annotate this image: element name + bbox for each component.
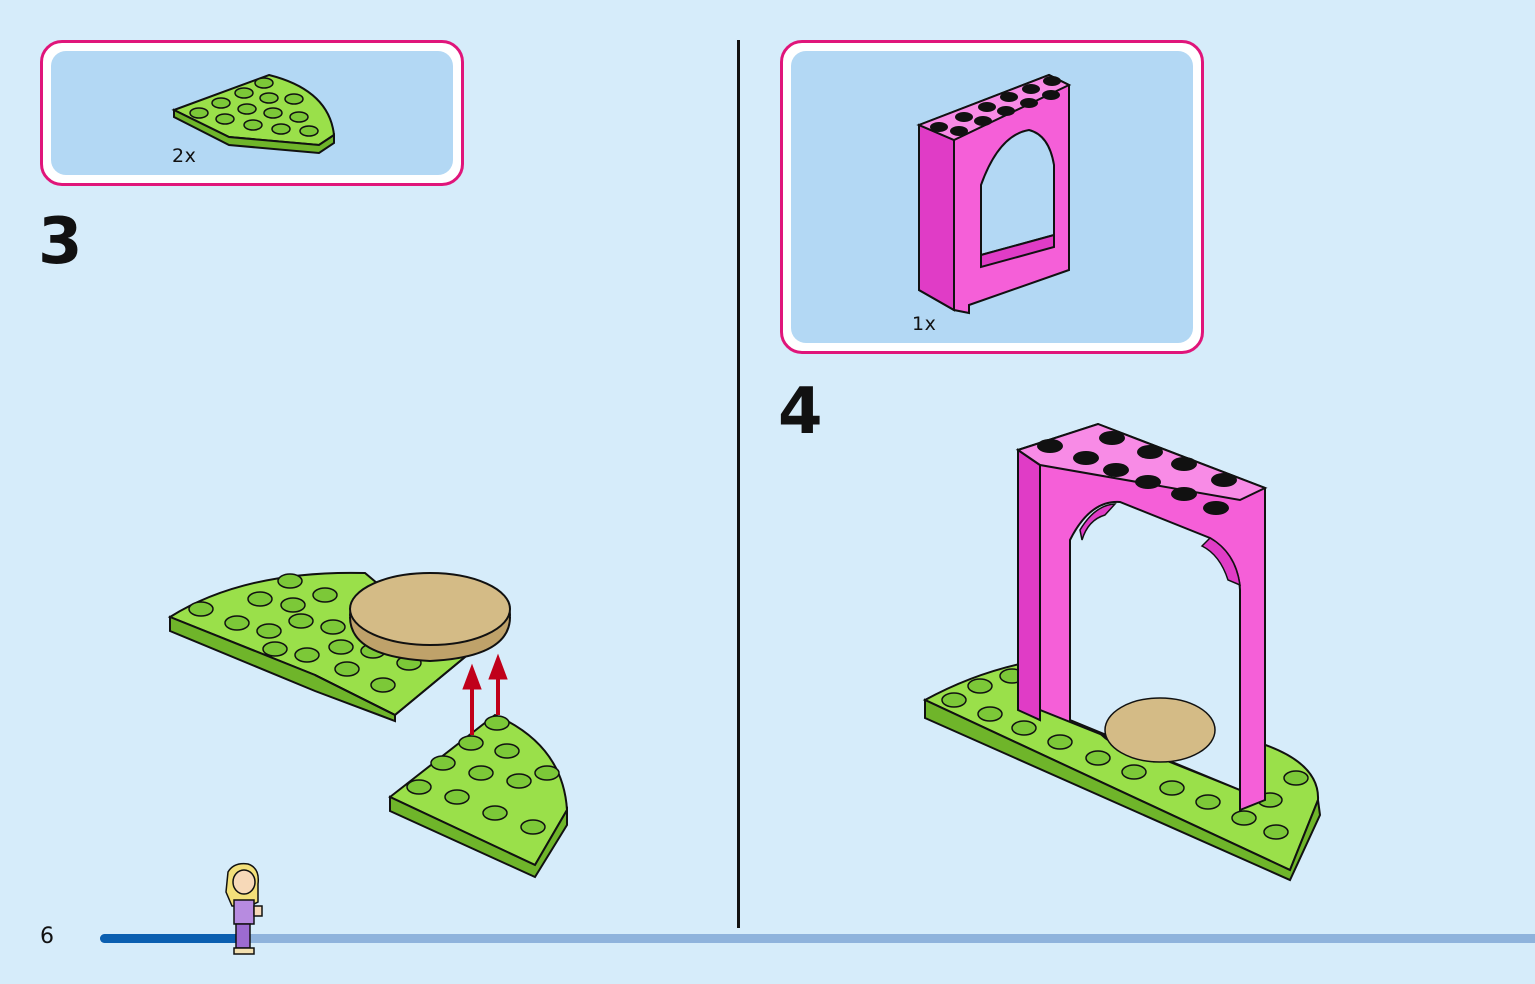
step-number: 3	[38, 205, 83, 279]
parts-callout-panel: 1x	[791, 51, 1193, 343]
part-quantity: 1x	[912, 313, 937, 335]
minifigure-progress-marker-icon	[225, 862, 263, 955]
step-3-build-illustration	[167, 571, 569, 879]
lime-quarter-round-plate-icon	[171, 73, 336, 155]
parts-callout-panel: 2x	[51, 51, 453, 175]
pink-arch-window-frame-icon	[916, 73, 1072, 315]
step-4-build-illustration	[922, 422, 1322, 882]
progress-fill	[100, 934, 244, 943]
parts-callout-step-4: 1x	[780, 40, 1204, 354]
step-number: 4	[778, 375, 823, 449]
parts-callout-step-3: 2x	[40, 40, 464, 186]
part-quantity: 2x	[172, 145, 197, 167]
page-number: 6	[40, 924, 54, 949]
progress-bar	[100, 934, 1535, 943]
step-divider	[737, 40, 740, 928]
